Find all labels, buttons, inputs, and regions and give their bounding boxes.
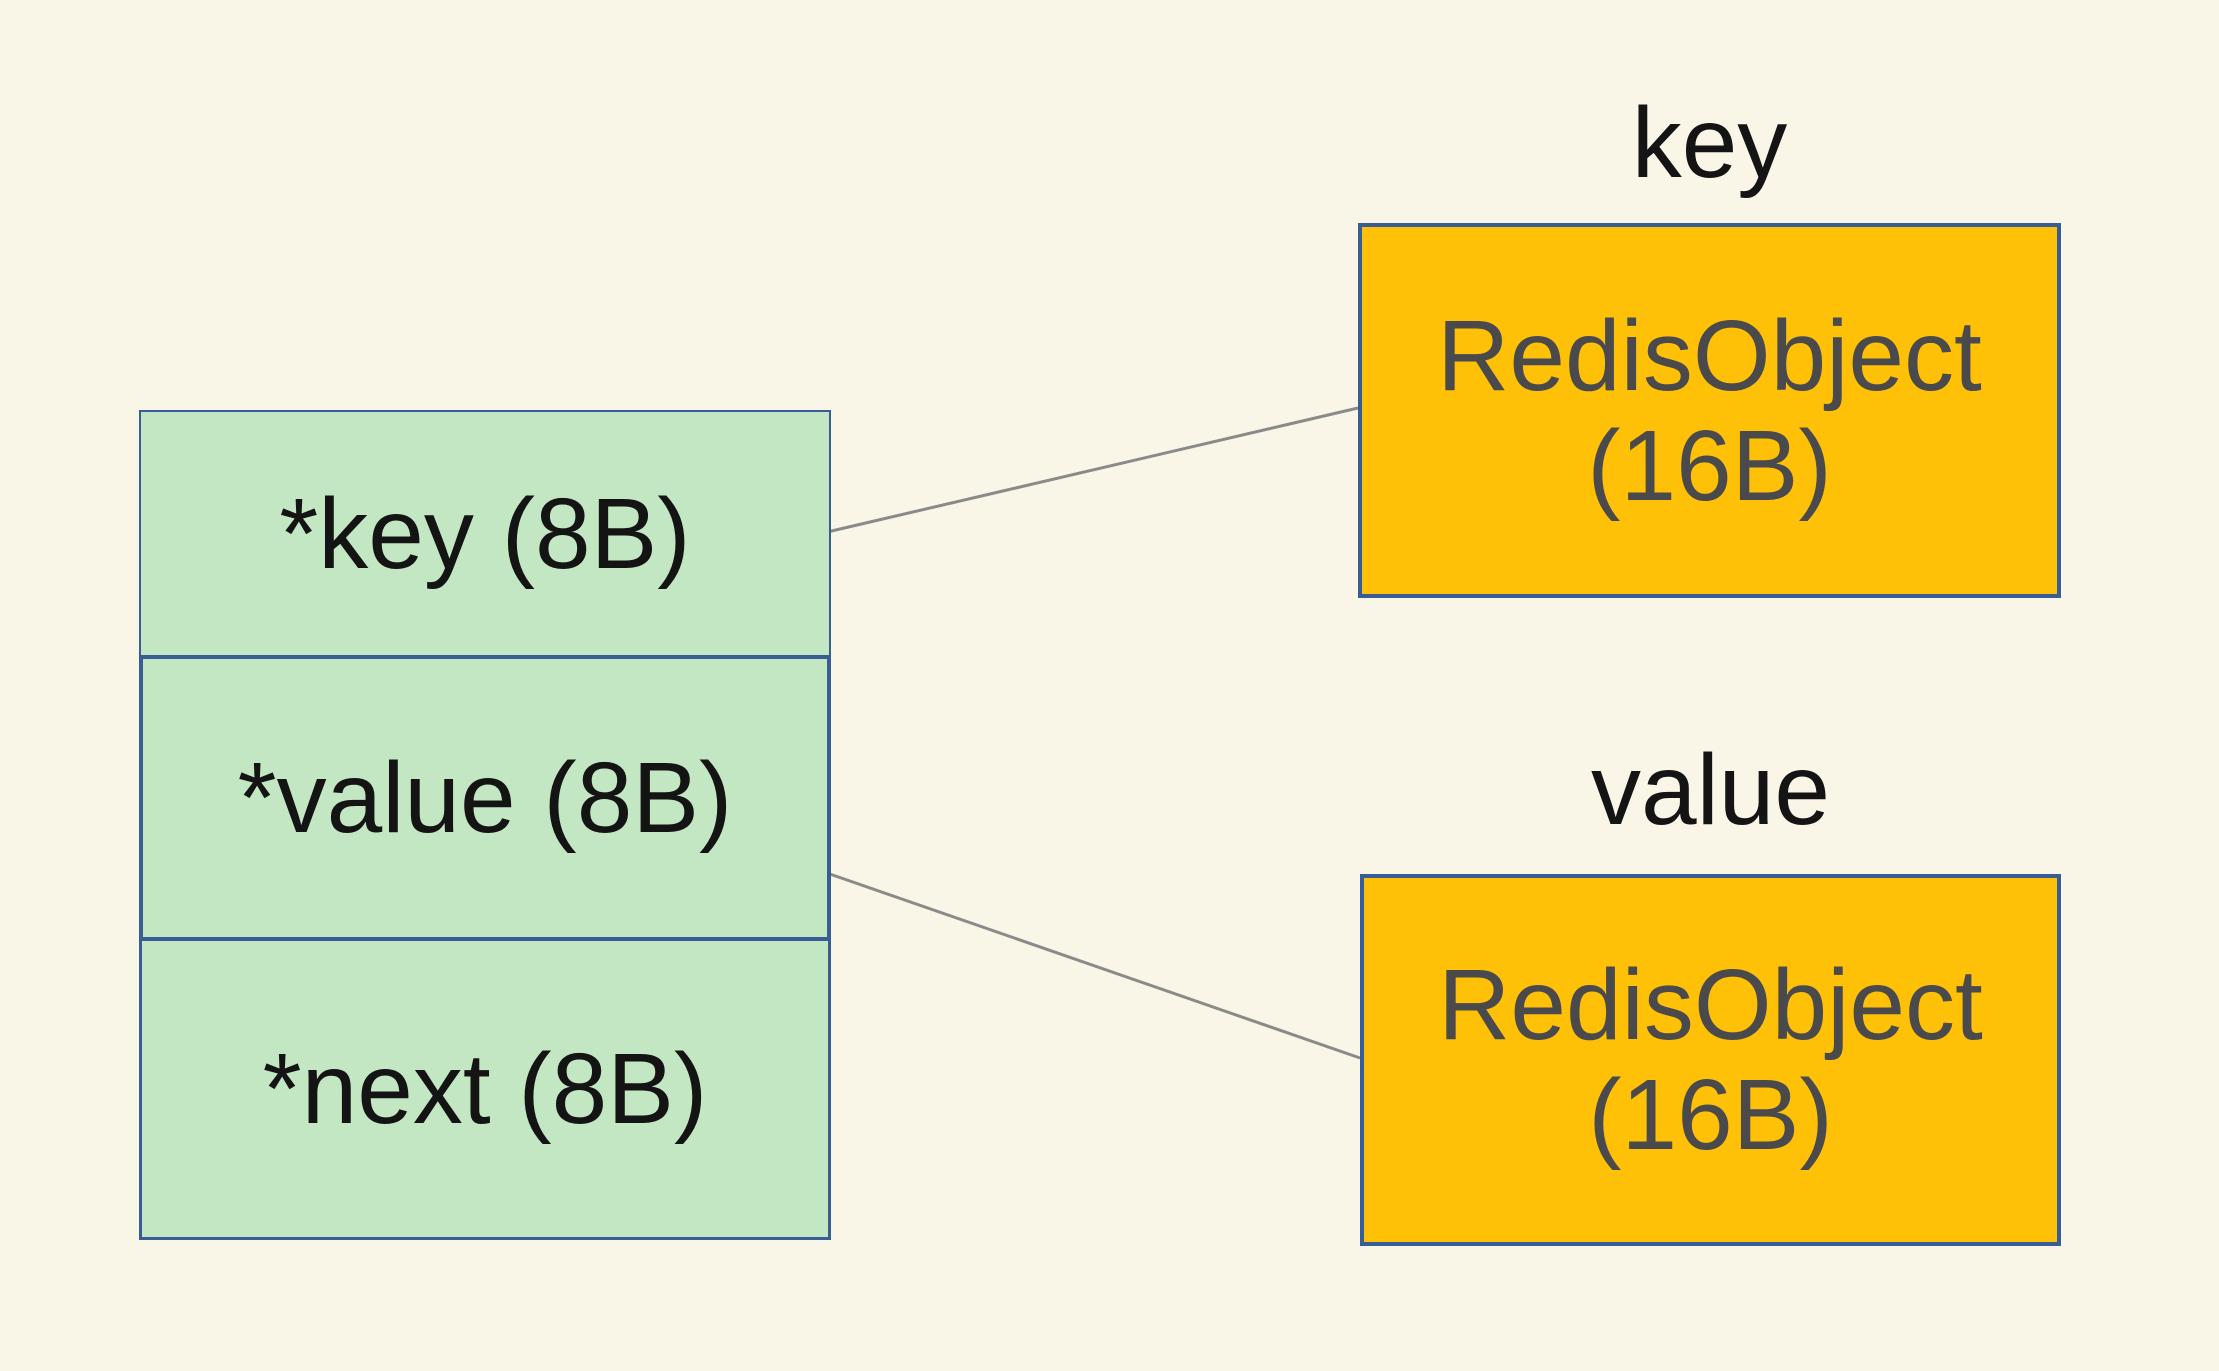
value-redisobject-box: RedisObject (16B) xyxy=(1360,874,2061,1246)
value-redisobject-name: RedisObject xyxy=(1438,949,1983,1061)
key-label: key xyxy=(1631,87,1788,199)
dictentry-row-next-label: *next (8B) xyxy=(262,1033,708,1145)
dictentry-row-value: *value (8B) xyxy=(139,655,831,941)
value-connector-line xyxy=(823,870,1361,1060)
key-redisobject-size: (16B) xyxy=(1587,409,1832,522)
key-connector-line xyxy=(822,406,1359,535)
key-redisobject-name: RedisObject xyxy=(1437,299,1982,412)
dictentry-row-key-label: *key (8B) xyxy=(279,478,691,590)
dictentry-row-key: *key (8B) xyxy=(139,410,831,658)
value-redisobject-size: (16B) xyxy=(1588,1059,1833,1171)
key-redisobject-box: RedisObject (16B) xyxy=(1358,223,2061,598)
dictentry-row-next: *next (8B) xyxy=(139,938,831,1240)
dictentry-row-value-label: *value (8B) xyxy=(237,742,733,854)
value-label: value xyxy=(1590,734,1831,846)
